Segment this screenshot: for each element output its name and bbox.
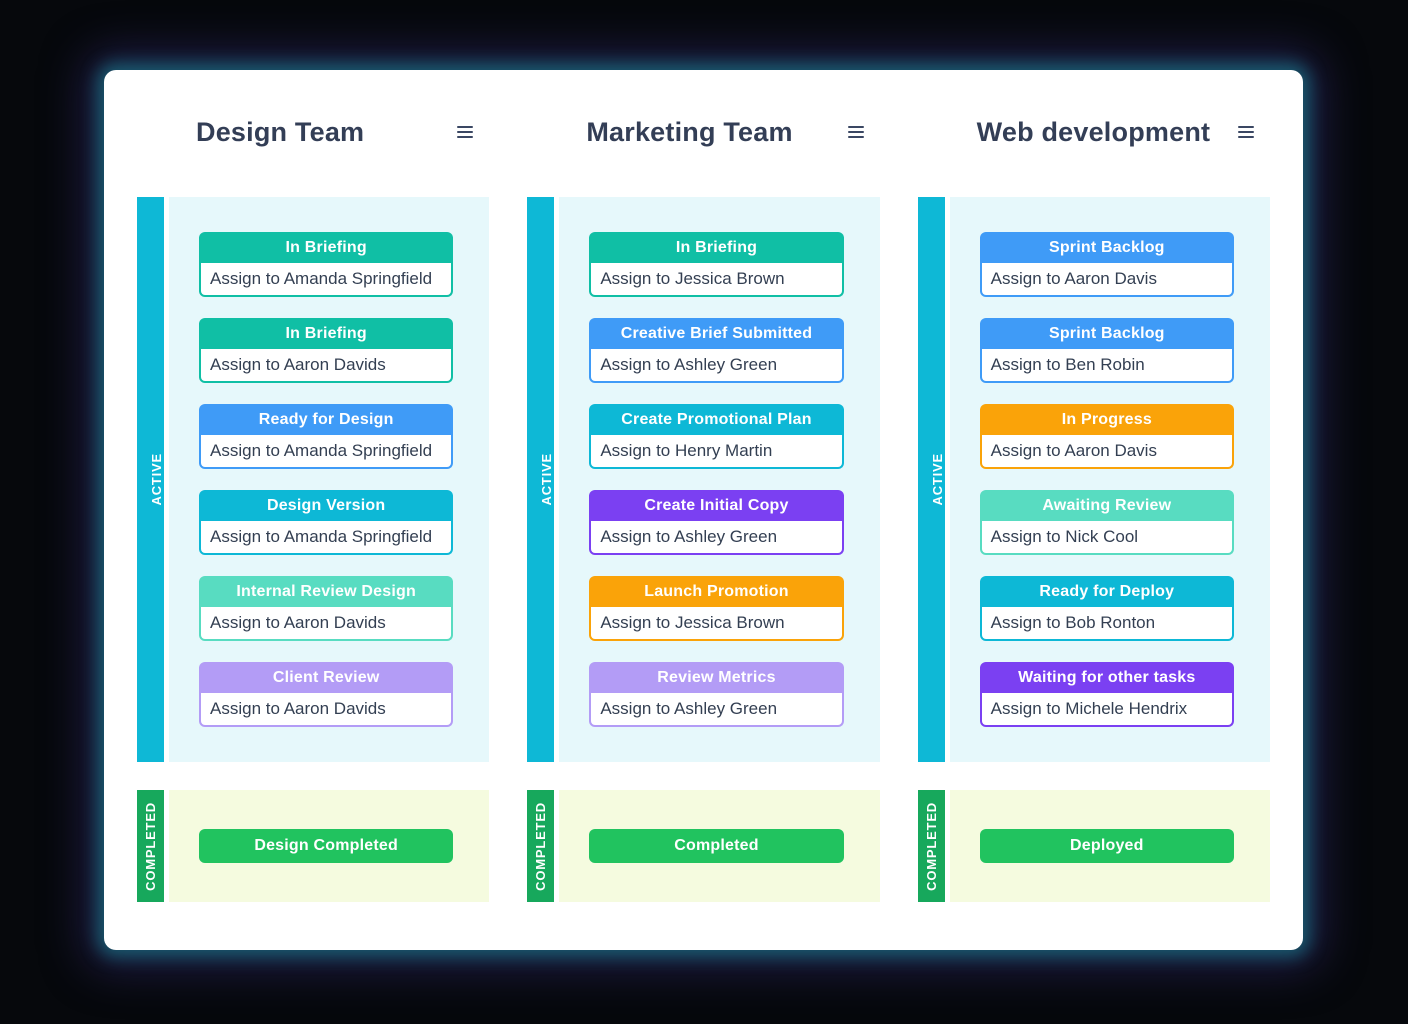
hamburger-icon [847, 126, 864, 138]
active-strip: ACTIVE [527, 197, 555, 762]
task-card[interactable]: Design Version Assign to Amanda Springfi… [199, 490, 454, 555]
active-section: ACTIVE In Briefing Assign to Amanda Spri… [137, 197, 490, 762]
task-status: Creative Brief Submitted [589, 318, 844, 349]
task-status: Create Initial Copy [589, 490, 844, 521]
active-label: ACTIVE [929, 453, 945, 506]
column-design-team: Design Team ACTIVE In Briefing Assign to… [137, 114, 490, 902]
task-card[interactable]: Internal Review Design Assign to Aaron D… [199, 576, 454, 641]
task-assignee: Assign to Amanda Springfield [199, 435, 454, 469]
active-section: ACTIVE In Briefing Assign to Jessica Bro… [527, 197, 880, 762]
completed-strip: COMPLETED [917, 790, 945, 902]
task-card[interactable]: Ready for Deploy Assign to Bob Ronton [979, 576, 1234, 641]
task-assignee: Assign to Amanda Springfield [199, 263, 454, 297]
task-card[interactable]: Waiting for other tasks Assign to Michel… [979, 662, 1234, 727]
kanban-board: Design Team ACTIVE In Briefing Assign to… [104, 70, 1303, 950]
task-card[interactable]: Launch Promotion Assign to Jessica Brown [589, 576, 844, 641]
completed-panel: Completed [559, 790, 880, 902]
task-assignee: Assign to Aaron Davids [199, 693, 454, 727]
task-status: Client Review [199, 662, 454, 693]
task-status: In Briefing [199, 318, 454, 349]
task-card[interactable]: In Briefing Assign to Jessica Brown [589, 232, 844, 297]
task-status: Internal Review Design [199, 576, 454, 607]
task-assignee: Assign to Nick Cool [979, 521, 1234, 555]
active-label: ACTIVE [539, 453, 555, 506]
task-assignee: Assign to Jessica Brown [589, 607, 844, 641]
completed-button[interactable]: Completed [589, 829, 844, 863]
task-status: Ready for Design [199, 404, 454, 435]
active-panel: In Briefing Assign to Amanda Springfield… [169, 197, 490, 762]
task-assignee: Assign to Bob Ronton [979, 607, 1234, 641]
task-assignee: Assign to Aaron Davis [979, 435, 1234, 469]
task-card[interactable]: Review Metrics Assign to Ashley Green [589, 662, 844, 727]
active-section: ACTIVE Sprint Backlog Assign to Aaron Da… [917, 197, 1270, 762]
completed-panel: Design Completed [169, 790, 490, 902]
task-card[interactable]: Ready for Design Assign to Amanda Spring… [199, 404, 454, 469]
task-card[interactable]: Client Review Assign to Aaron Davids [199, 662, 454, 727]
column-title: Marketing Team [586, 116, 793, 147]
task-status: Waiting for other tasks [979, 662, 1234, 693]
completed-panel: Deployed [949, 790, 1270, 902]
task-assignee: Assign to Michele Hendrix [979, 693, 1234, 727]
column-web-development: Web development ACTIVE Sprint Backlog As… [917, 114, 1270, 902]
task-assignee: Assign to Aaron Davis [979, 263, 1234, 297]
task-status: Awaiting Review [979, 490, 1234, 521]
column-marketing-team: Marketing Team ACTIVE In Briefing Assign… [527, 114, 880, 902]
completed-button[interactable]: Design Completed [199, 829, 454, 863]
task-card[interactable]: In Progress Assign to Aaron Davis [979, 404, 1234, 469]
task-card[interactable]: Create Promotional Plan Assign to Henry … [589, 404, 844, 469]
column-menu-button[interactable] [1234, 120, 1258, 144]
task-status: In Briefing [199, 232, 454, 263]
completed-button[interactable]: Deployed [979, 829, 1234, 863]
column-menu-button[interactable] [844, 120, 868, 144]
completed-section: COMPLETED Deployed [917, 790, 1270, 902]
task-status: Launch Promotion [589, 576, 844, 607]
task-status: In Progress [979, 404, 1234, 435]
task-assignee: Assign to Ben Robin [979, 349, 1234, 383]
task-assignee: Assign to Henry Martin [589, 435, 844, 469]
task-assignee: Assign to Amanda Springfield [199, 521, 454, 555]
task-assignee: Assign to Ashley Green [589, 693, 844, 727]
task-assignee: Assign to Ashley Green [589, 349, 844, 383]
task-card[interactable]: Creative Brief Submitted Assign to Ashle… [589, 318, 844, 383]
task-card[interactable]: Sprint Backlog Assign to Aaron Davis [979, 232, 1234, 297]
hamburger-icon [1237, 126, 1254, 138]
active-panel: Sprint Backlog Assign to Aaron Davis Spr… [949, 197, 1270, 762]
task-card[interactable]: Awaiting Review Assign to Nick Cool [979, 490, 1234, 555]
task-status: Design Version [199, 490, 454, 521]
task-card[interactable]: Sprint Backlog Assign to Ben Robin [979, 318, 1234, 383]
task-assignee: Assign to Ashley Green [589, 521, 844, 555]
column-header: Marketing Team [527, 114, 879, 150]
task-card[interactable]: In Briefing Assign to Amanda Springfield [199, 232, 454, 297]
task-assignee: Assign to Aaron Davids [199, 349, 454, 383]
task-assignee: Assign to Aaron Davids [199, 607, 454, 641]
task-status: Sprint Backlog [979, 232, 1234, 263]
task-card[interactable]: In Briefing Assign to Aaron Davids [199, 318, 454, 383]
column-title: Design Team [196, 116, 365, 147]
task-card[interactable]: Create Initial Copy Assign to Ashley Gre… [589, 490, 844, 555]
completed-label: COMPLETED [533, 801, 549, 891]
completed-label: COMPLETED [143, 801, 158, 891]
task-status: Create Promotional Plan [589, 404, 844, 435]
column-header: Design Team [137, 114, 489, 150]
column-header: Web development [918, 114, 1270, 150]
task-status: Ready for Deploy [979, 576, 1234, 607]
task-status: Sprint Backlog [979, 318, 1234, 349]
active-strip: ACTIVE [137, 197, 164, 762]
task-status: Review Metrics [589, 662, 844, 693]
column-menu-button[interactable] [453, 120, 477, 144]
task-assignee: Assign to Jessica Brown [589, 263, 844, 297]
completed-strip: COMPLETED [527, 790, 555, 902]
column-title: Web development [976, 116, 1211, 147]
completed-label: COMPLETED [923, 801, 939, 891]
hamburger-icon [457, 126, 474, 138]
active-panel: In Briefing Assign to Jessica Brown Crea… [559, 197, 880, 762]
task-status: In Briefing [589, 232, 844, 263]
completed-section: COMPLETED Design Completed [137, 790, 490, 902]
completed-section: COMPLETED Completed [527, 790, 880, 902]
completed-strip: COMPLETED [137, 790, 164, 902]
active-label: ACTIVE [149, 453, 164, 506]
active-strip: ACTIVE [917, 197, 945, 762]
